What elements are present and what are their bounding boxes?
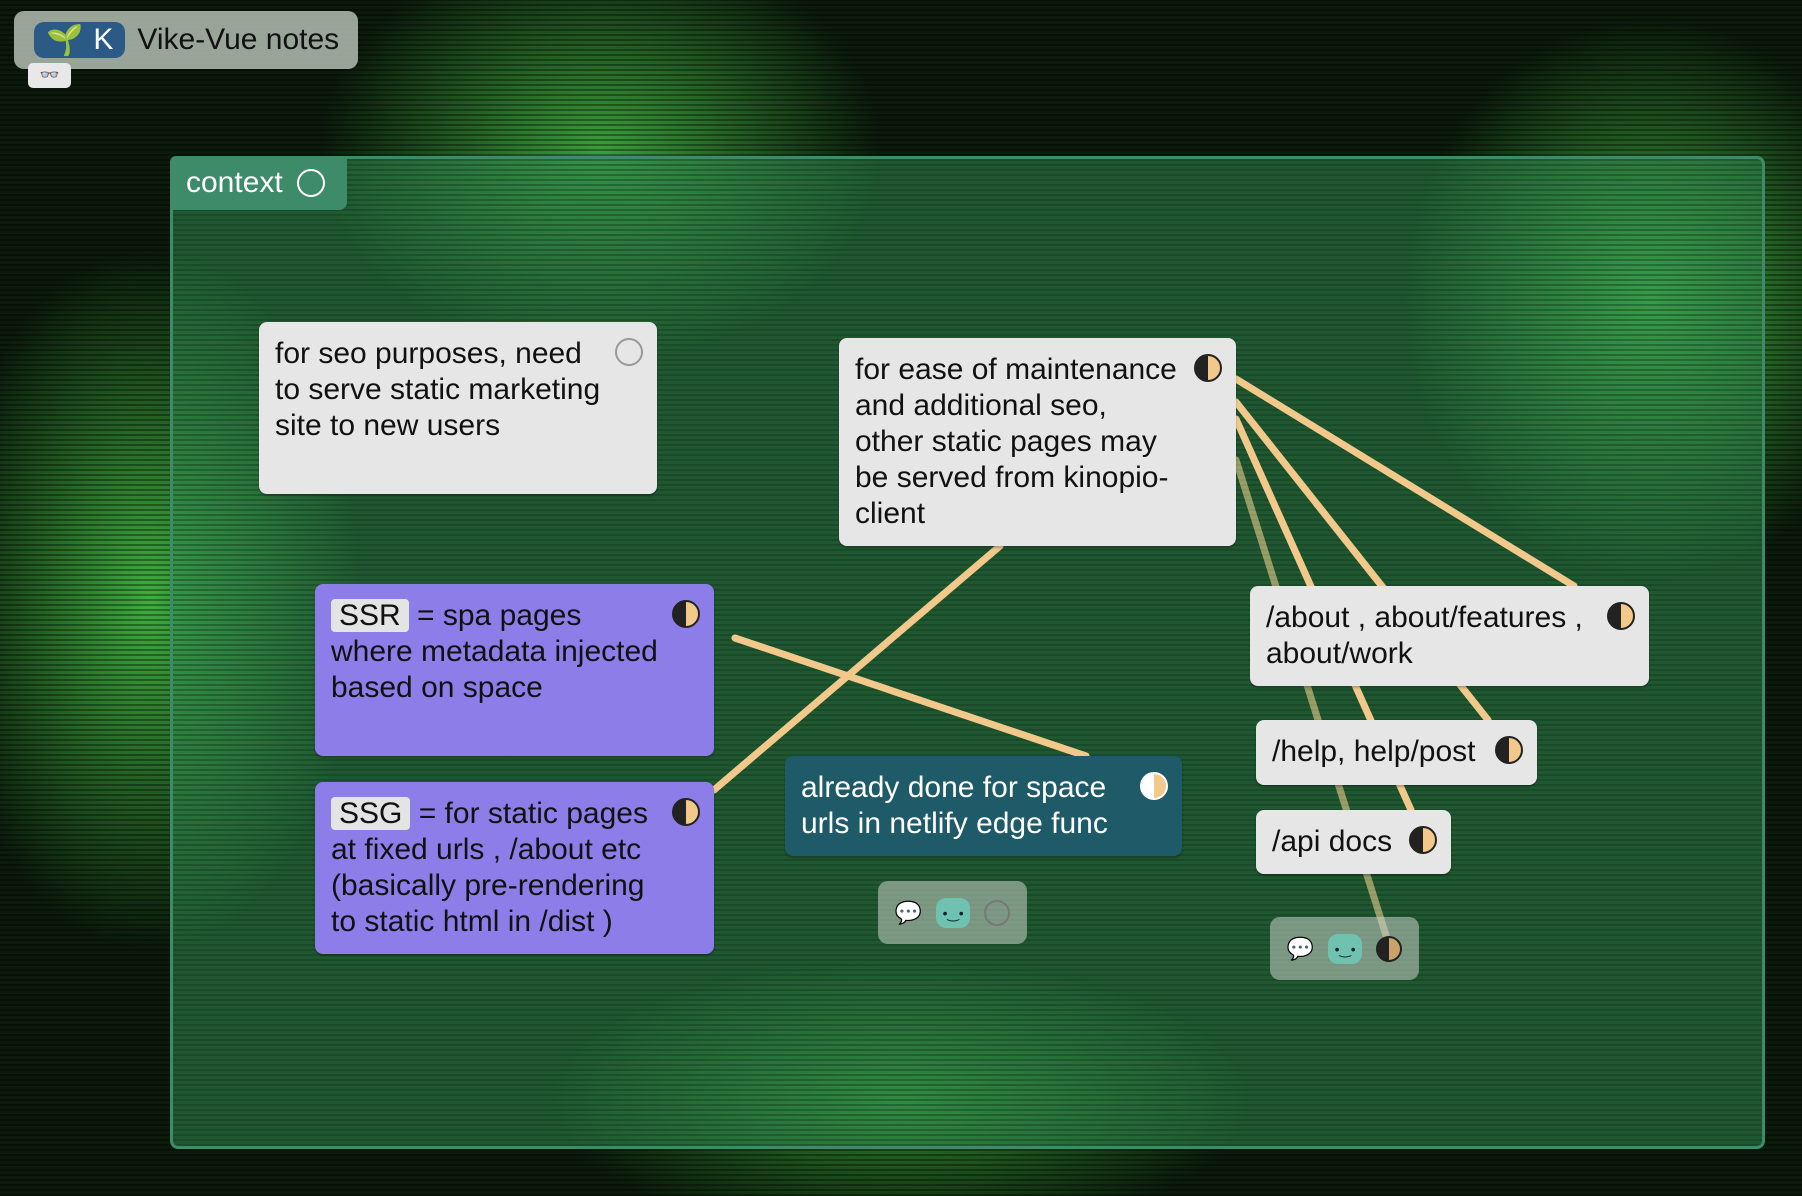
- card-ssg[interactable]: SSG = for static pages at fixed urls , /…: [315, 782, 714, 954]
- card-text: for ease of maintenance and additional s…: [855, 353, 1177, 530]
- toggle-circle-icon[interactable]: [984, 899, 1011, 926]
- space-title: Vike-Vue notes: [137, 23, 340, 56]
- toggle-circle-icon[interactable]: [615, 338, 643, 366]
- half-moon-icon[interactable]: [1495, 736, 1523, 764]
- space-badge[interactable]: 🌱K: [34, 22, 126, 58]
- half-moon-icon[interactable]: [1607, 602, 1635, 630]
- space-badge-letter: K: [93, 23, 114, 56]
- card-text: /help, help/post: [1272, 735, 1476, 768]
- comment-icon[interactable]: 💬: [1286, 935, 1315, 961]
- card-maintenance[interactable]: for ease of maintenance and additional s…: [839, 338, 1236, 546]
- half-moon-icon[interactable]: [1194, 354, 1222, 382]
- space-header[interactable]: 🌱K Vike-Vue notes: [14, 11, 358, 69]
- card-seo[interactable]: for seo purposes, need to serve static m…: [259, 322, 657, 494]
- card-text: = for static pages at fixed urls , /abou…: [331, 797, 648, 938]
- half-moon-icon[interactable]: [672, 600, 700, 628]
- card-text: already done for space urls in netlify e…: [801, 771, 1108, 840]
- card-already-done[interactable]: already done for space urls in netlify e…: [785, 756, 1182, 856]
- inline-code: SSG: [331, 797, 411, 830]
- toggle-circle-icon[interactable]: [296, 169, 325, 197]
- box-label[interactable]: context: [170, 156, 347, 210]
- card-actions: 💬 •‿•: [1270, 917, 1419, 980]
- card-api-docs[interactable]: /api docs: [1256, 810, 1451, 874]
- connection-line: [710, 542, 1004, 794]
- card-ssr[interactable]: SSR = spa pages where metadata injected …: [315, 584, 714, 756]
- card-text: = spa pages where metadata injected base…: [331, 599, 658, 704]
- card-actions: 💬 •‿•: [878, 881, 1027, 944]
- half-moon-icon[interactable]: [1376, 935, 1403, 962]
- glasses-icon[interactable]: 👓: [28, 63, 71, 88]
- inline-code: SSR: [331, 599, 409, 632]
- comment-icon[interactable]: 💬: [894, 899, 923, 925]
- card-about[interactable]: /about , about/features , about/work: [1250, 586, 1649, 686]
- card-text: /api docs: [1272, 825, 1393, 858]
- connection-line: [1232, 375, 1578, 590]
- box-label-text: context: [186, 166, 283, 199]
- card-help[interactable]: /help, help/post: [1256, 720, 1537, 785]
- half-moon-icon[interactable]: [1140, 772, 1168, 800]
- smiley-icon[interactable]: •‿•: [936, 897, 971, 928]
- seedling-icon: 🌱: [46, 23, 84, 57]
- connection-line: [731, 634, 1090, 760]
- half-moon-icon[interactable]: [1409, 826, 1437, 854]
- card-text: /about , about/features , about/work: [1266, 601, 1583, 670]
- half-moon-icon[interactable]: [672, 798, 700, 826]
- card-text: for seo purposes, need to serve static m…: [275, 337, 601, 442]
- smiley-icon[interactable]: •‿•: [1328, 933, 1363, 964]
